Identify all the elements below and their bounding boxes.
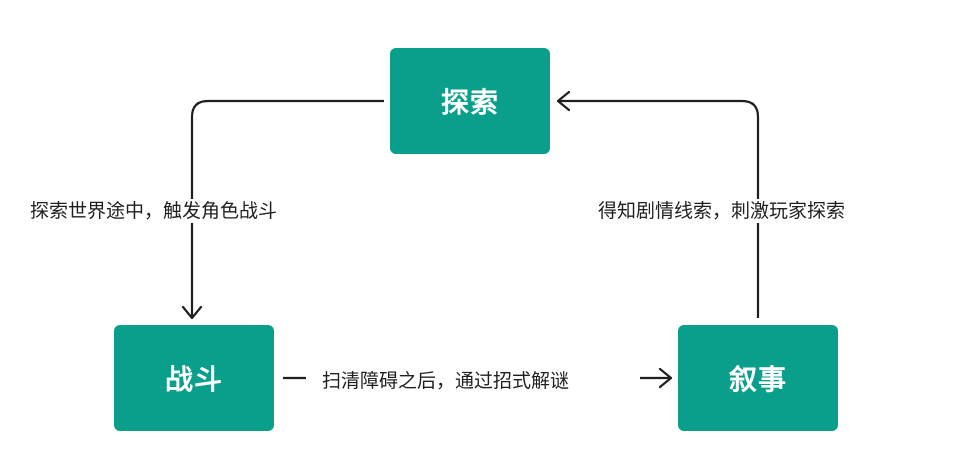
arrowhead-down-icon [181, 305, 203, 320]
node-explore: 探索 [390, 48, 550, 154]
node-narrative-label: 叙事 [728, 363, 787, 396]
arrowhead-left-icon [556, 90, 571, 112]
edge-narrative-to-explore [558, 99, 760, 318]
node-narrative: 叙事 [678, 325, 838, 431]
node-battle: 战斗 [114, 325, 274, 431]
node-battle-label: 战斗 [164, 363, 223, 396]
edge-label-explore-to-battle: 探索世界途中，触发角色战斗 [30, 199, 278, 223]
edge-label-battle-to-narrative: 扫清障碍之后，通过招式解谜 [316, 369, 576, 393]
arrowhead-right-icon [658, 367, 673, 389]
edge-explore-to-battle [190, 99, 384, 318]
node-explore-label: 探索 [440, 86, 499, 119]
edge-label-narrative-to-explore: 得知剧情线索，刺激玩家探索 [598, 199, 846, 223]
